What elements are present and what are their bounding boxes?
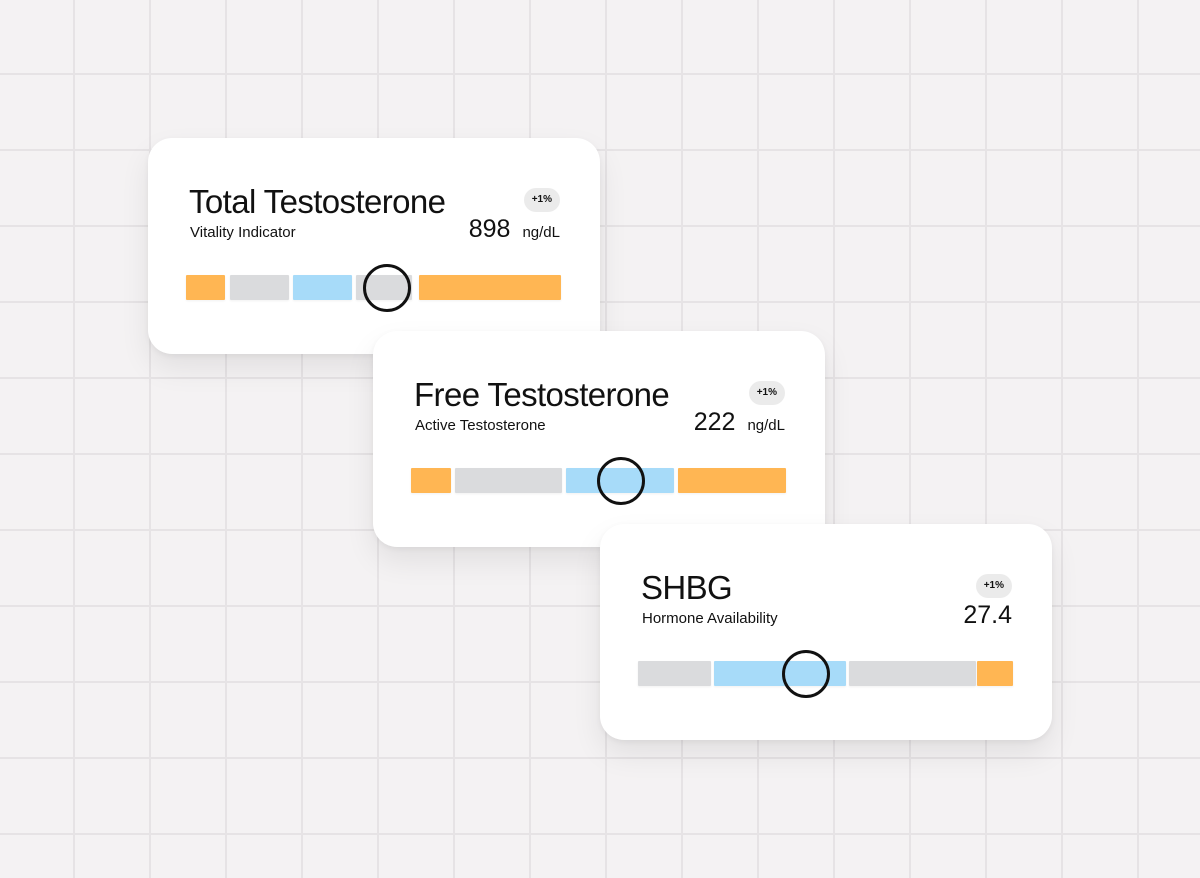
value-number: 27.4 xyxy=(963,601,1012,629)
range-marker[interactable] xyxy=(363,263,412,312)
range-segment-gray xyxy=(638,661,712,686)
card-title: Free Testosterone xyxy=(414,376,670,413)
range-segment-gray xyxy=(454,468,563,493)
card-title: SHBG xyxy=(641,569,733,606)
range-segment-gray xyxy=(229,275,290,300)
change-badge: +1% xyxy=(975,574,1012,598)
range-segment-orange xyxy=(411,468,452,493)
change-badge: +1% xyxy=(748,381,785,405)
value-number: 222 xyxy=(693,408,736,436)
card-subtitle: Hormone Availability xyxy=(642,610,778,627)
range-segment-gray xyxy=(849,661,976,686)
change-badge: +1% xyxy=(523,188,560,212)
range-segment-orange xyxy=(678,468,786,493)
total-testosterone-card[interactable]: Total Testosterone Vitality Indicator +1… xyxy=(148,138,600,354)
range-bar xyxy=(411,456,786,505)
card-title: Total Testosterone xyxy=(189,183,446,220)
value-row: 27.4 xyxy=(963,600,1012,630)
value-unit: ng/dL xyxy=(522,224,560,241)
range-bar xyxy=(186,263,561,312)
card-subtitle: Active Testosterone xyxy=(415,417,546,434)
range-marker[interactable] xyxy=(781,649,830,698)
value-number: 898 xyxy=(468,215,511,243)
shbg-card[interactable]: SHBG Hormone Availability +1% 27.4 xyxy=(600,524,1052,740)
value-row: 222 ng/dL xyxy=(694,407,785,437)
range-segment-blue xyxy=(292,275,353,300)
range-bar xyxy=(638,649,1013,698)
range-segment-orange xyxy=(418,275,561,300)
value-unit: ng/dL xyxy=(747,417,785,434)
value-row: 898 ng/dL xyxy=(469,214,560,244)
free-testosterone-card[interactable]: Free Testosterone Active Testosterone +1… xyxy=(373,331,825,547)
range-segment-orange xyxy=(977,661,1013,686)
range-marker[interactable] xyxy=(597,456,646,505)
card-subtitle: Vitality Indicator xyxy=(190,224,296,241)
range-segment-orange xyxy=(186,275,226,300)
